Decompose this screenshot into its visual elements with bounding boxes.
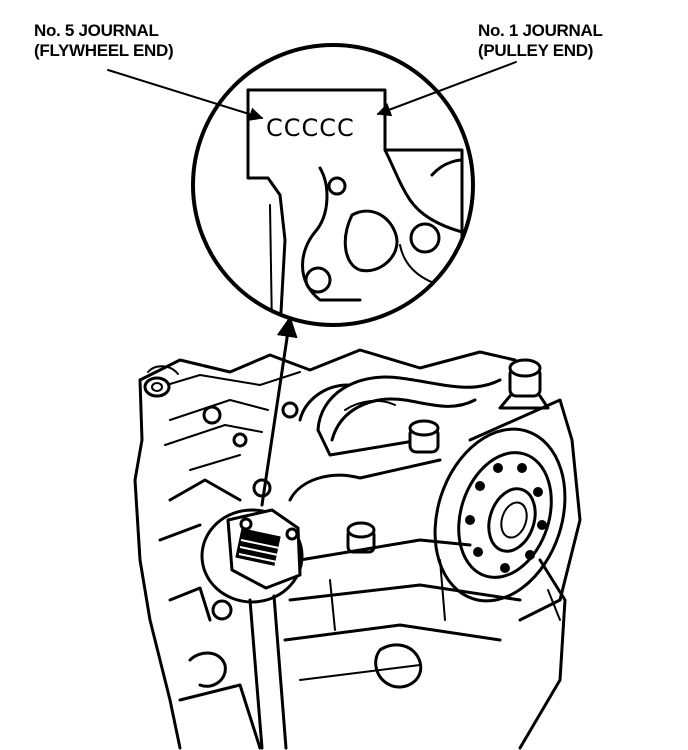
leader-arrow-no5 — [107, 69, 264, 121]
journal-code-letters: CCCCC — [266, 114, 355, 142]
pointer-arrow-to-detail — [260, 315, 298, 507]
label-no5-line1: No. 5 JOURNAL — [34, 21, 159, 40]
label-no5-line2: (FLYWHEEL END) — [34, 41, 173, 60]
label-no1-journal: No. 1 JOURNAL (PULLEY END) — [478, 21, 603, 60]
stamp-location-circle — [200, 508, 304, 604]
label-no1-line2: (PULLEY END) — [478, 41, 593, 60]
label-no5-journal: No. 5 JOURNAL (FLYWHEEL END) — [34, 21, 174, 60]
magnified-detail: CCCCC — [191, 43, 475, 327]
label-no1-line1: No. 1 JOURNAL — [478, 21, 603, 40]
engine-block-drawing — [133, 348, 582, 750]
leader-arrow-no1 — [376, 61, 517, 117]
magnifier-ring — [191, 43, 475, 327]
